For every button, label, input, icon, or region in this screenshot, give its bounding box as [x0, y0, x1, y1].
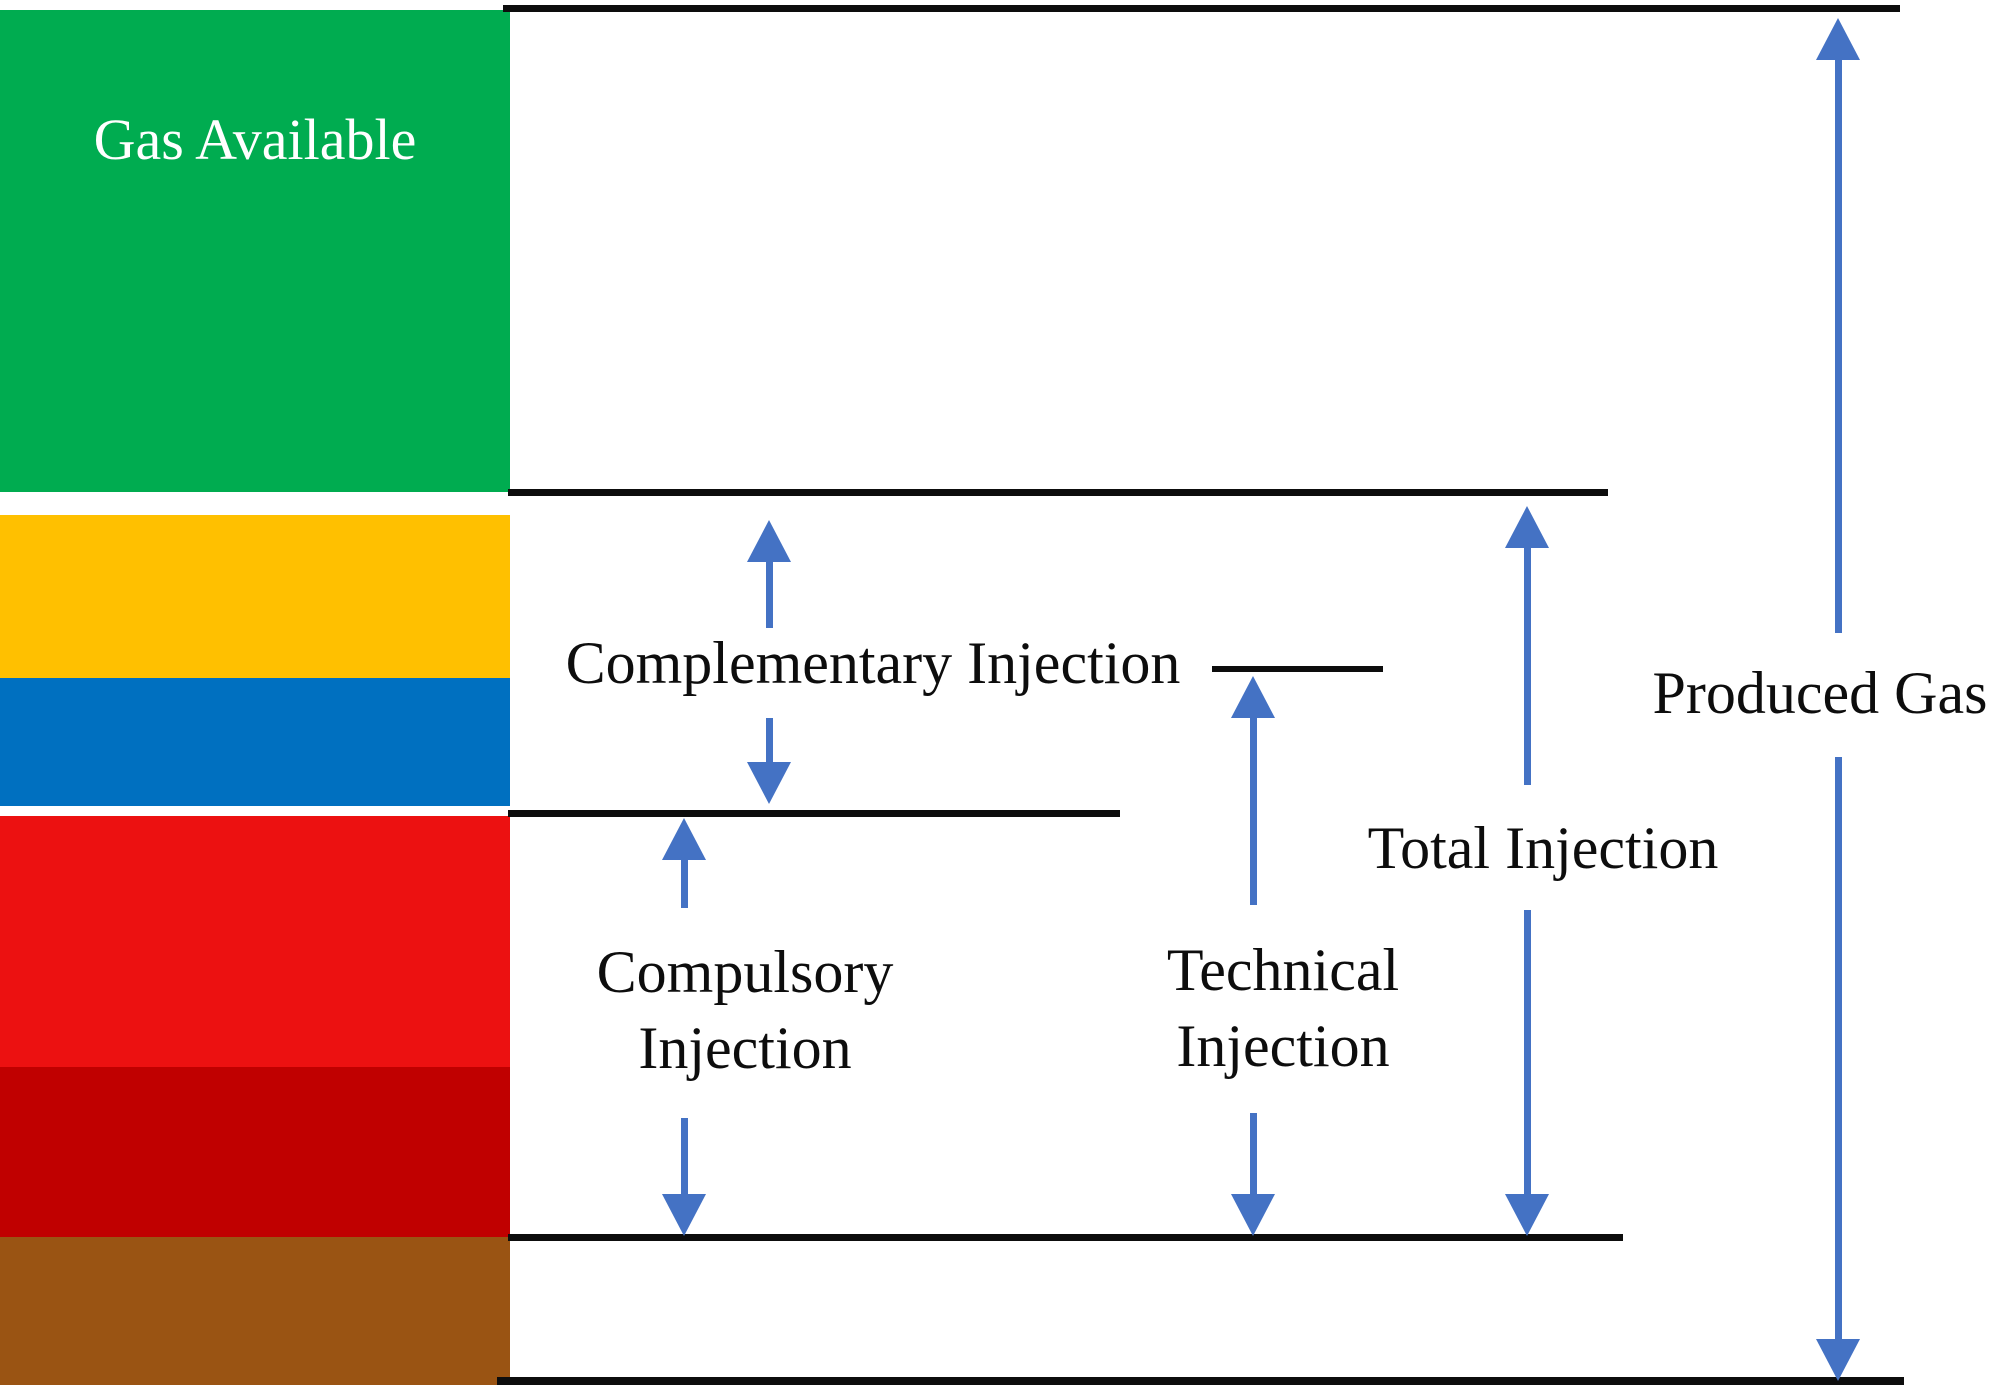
arrow-head	[1505, 1194, 1549, 1236]
arrow-shaft	[1249, 1113, 1257, 1194]
compulsory-line2: Injection	[638, 1015, 852, 1081]
block-gn-membrane: GN Membrane Efficiency	[0, 816, 510, 1067]
arrow-shaft	[680, 860, 688, 908]
arrow-head	[662, 1194, 706, 1236]
complementary-up-arrow	[747, 520, 791, 628]
arrow-head	[747, 520, 791, 562]
produced-gas-up-arrow	[1816, 18, 1860, 633]
block-additional-eor: Additional (EOR)	[0, 678, 510, 1385]
compulsory-injection-label: Compulsory Injection	[597, 934, 894, 1086]
arrow-head	[747, 762, 791, 804]
arrow-head	[662, 818, 706, 860]
gas-available-label: Gas Available	[93, 107, 417, 172]
compulsory-down-arrow	[662, 1118, 706, 1236]
total-injection-label: Total Injection	[1367, 815, 1719, 881]
compulsory-up-arrow	[662, 818, 706, 908]
arrow-head	[1231, 1194, 1275, 1236]
block-co2: CO2	[0, 1067, 510, 1237]
arrow-head	[1816, 1339, 1860, 1381]
compulsory-line1: Compulsory	[596, 939, 894, 1005]
boundary-line-compulsory-top	[508, 810, 1120, 817]
produced-gas-label: Produced Gas	[1652, 660, 1988, 726]
technical-up-arrow	[1231, 676, 1275, 905]
arrow-shaft	[765, 562, 773, 628]
arrow-head	[1231, 676, 1275, 718]
arrow-shaft	[765, 718, 773, 762]
technical-line1: Technical	[1166, 937, 1400, 1003]
boundary-line-gas-available-bottom	[508, 489, 1608, 496]
arrow-shaft	[1834, 60, 1842, 633]
boundary-line-injection-bottom	[508, 1234, 1623, 1241]
arrow-shaft	[1523, 910, 1531, 1194]
boundary-line-top	[503, 5, 1900, 12]
block-gas-available: Gas Available	[0, 10, 510, 492]
arrow-shaft	[1523, 548, 1531, 785]
boundary-line-produced-bottom	[497, 1377, 1904, 1385]
technical-line2: Injection	[1176, 1013, 1390, 1079]
produced-gas-down-arrow	[1816, 757, 1860, 1381]
total-down-arrow	[1505, 910, 1549, 1236]
complementary-down-arrow	[747, 718, 791, 804]
arrow-shaft	[1834, 757, 1842, 1339]
block-economic-lack: Economic/Lack of infrastructure	[0, 515, 510, 1151]
arrow-shaft	[680, 1118, 688, 1194]
boundary-line-technical-top	[1212, 666, 1383, 672]
arrow-head	[1816, 18, 1860, 60]
arrow-head	[1505, 506, 1549, 548]
technical-down-arrow	[1231, 1113, 1275, 1236]
total-up-arrow	[1505, 506, 1549, 785]
complementary-injection-label: Complementary Injection	[565, 630, 1181, 696]
block-consumption-burning: Consumption Burning	[0, 1237, 510, 1385]
technical-injection-label: Technical Injection	[1167, 932, 1399, 1084]
arrow-shaft	[1249, 718, 1257, 905]
